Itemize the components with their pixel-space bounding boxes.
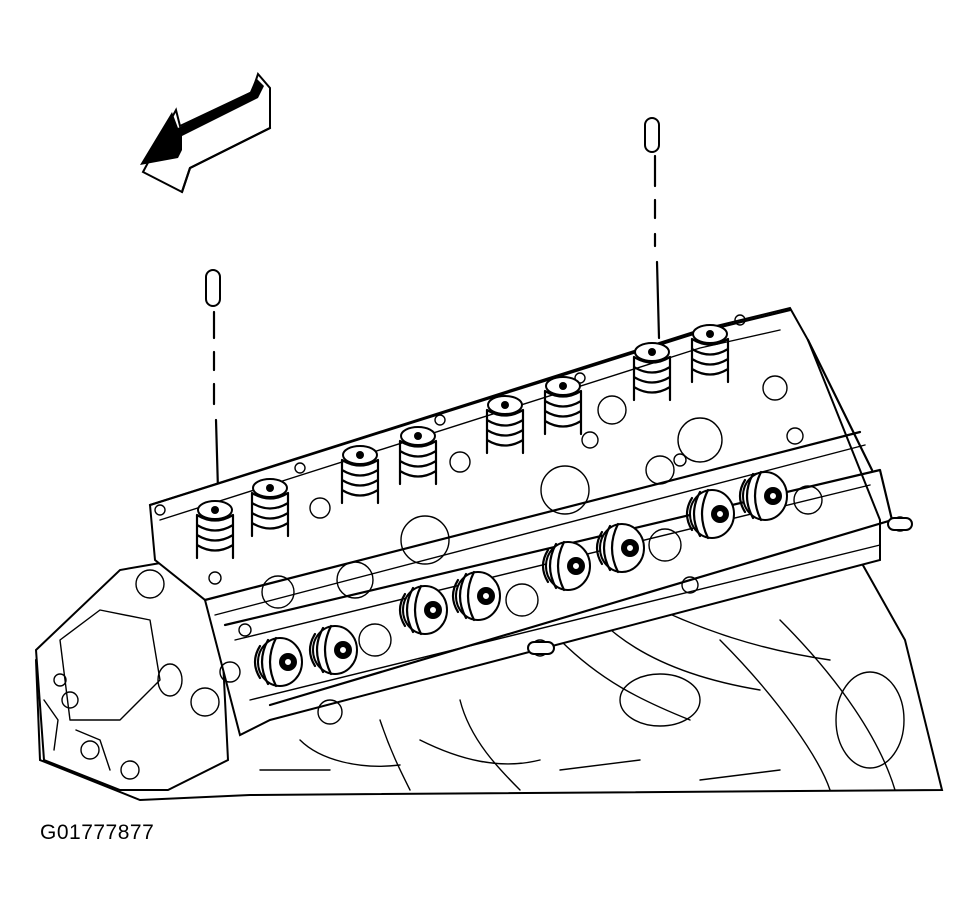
ports bbox=[261, 375, 788, 609]
o-ring-seal-right bbox=[644, 117, 661, 340]
intake-valve-springs bbox=[195, 324, 730, 560]
figure-code: G01777877 bbox=[40, 821, 155, 844]
exhaust-bores bbox=[358, 485, 913, 657]
o-ring-seal-left bbox=[205, 269, 221, 492]
direction-arrow-icon bbox=[140, 72, 272, 194]
exhaust-valve-springs bbox=[253, 470, 788, 688]
front-cover bbox=[34, 558, 230, 791]
